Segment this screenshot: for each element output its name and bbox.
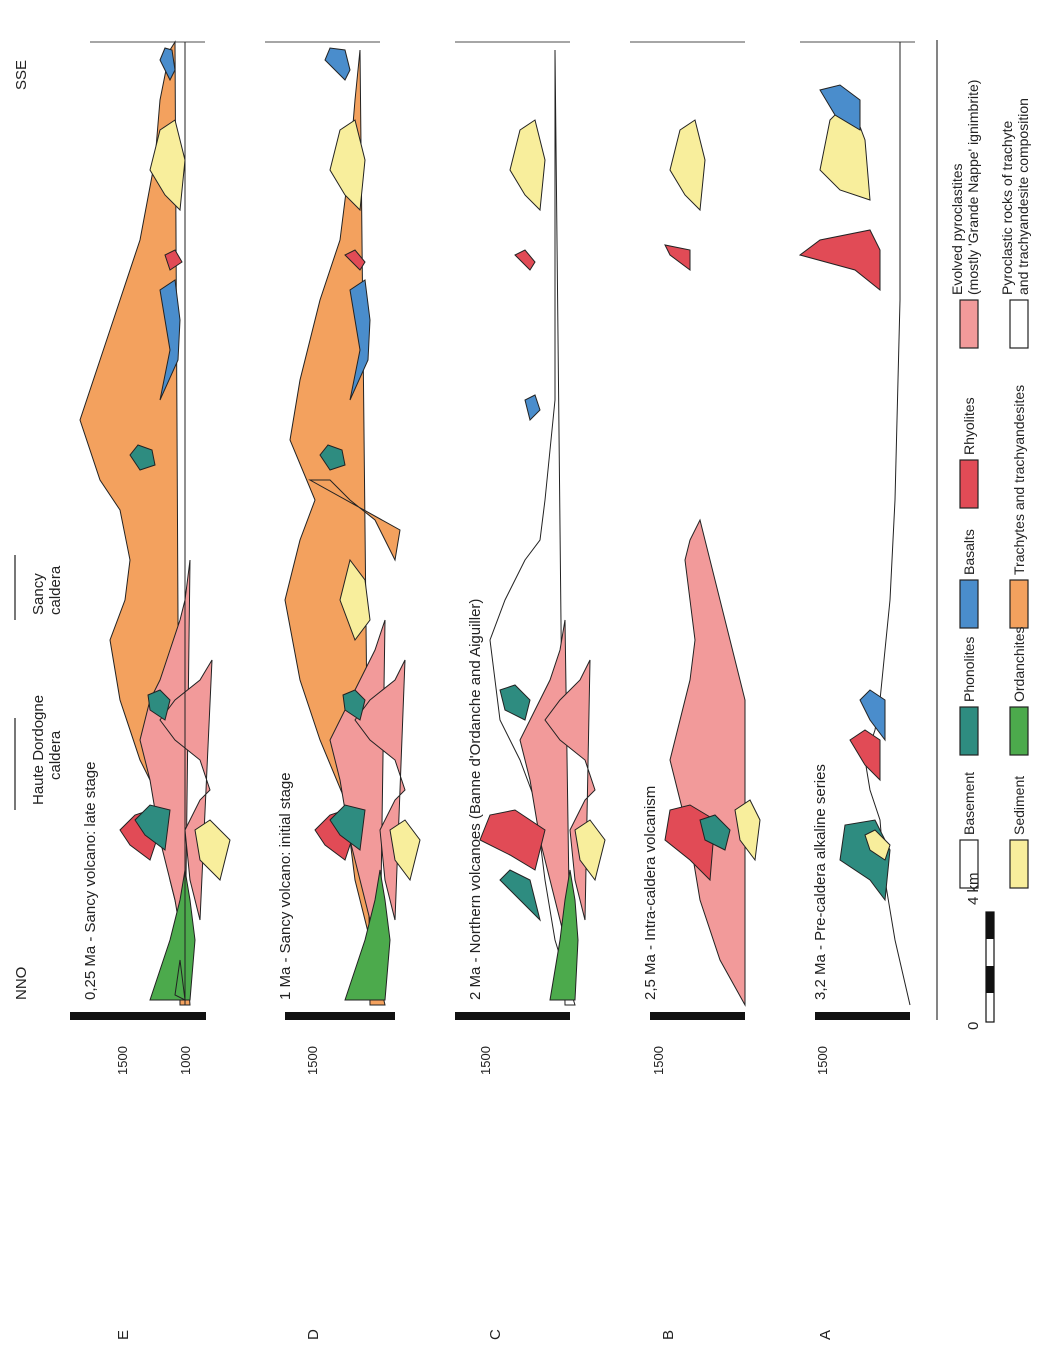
legend-swatch-evolved-pyroclastites: [960, 300, 978, 348]
panel-b-elev-1500: 1500: [651, 1046, 666, 1075]
section-panel-e: [80, 42, 230, 1005]
legend-label-basement: Basement: [961, 772, 977, 835]
panel-c-elev-1500: 1500: [478, 1046, 493, 1075]
section-panel-b: [665, 120, 760, 1005]
scale-bar: [986, 912, 994, 1022]
legend-swatch-phonolites: [960, 707, 978, 755]
legend-label-trachytes: Trachytes and trachyandesites: [1011, 385, 1027, 575]
panel-b-title: 2,5 Ma - Intra-caldera volcanism: [642, 786, 659, 1000]
panel-a-letter: A: [817, 1330, 834, 1340]
legend-swatch-rhyolites: [960, 460, 978, 508]
direction-start-label: NNO: [13, 967, 30, 1000]
legend-label-pyroclastic-trachyte: Pyroclastic rocks of trachyte: [999, 121, 1015, 295]
legend-swatch-sediment: [1010, 840, 1028, 888]
section-panel-c: [480, 50, 605, 1005]
legend-label-sediment: Sediment: [1011, 776, 1027, 835]
panel-c-letter: C: [487, 1329, 504, 1340]
panel-e-title: 0,25 Ma - Sancy volcano: late stage: [82, 762, 99, 1000]
legend-label-phonolites: Phonolites: [961, 637, 977, 702]
panel-d-title: 1 Ma - Sancy volcano: initial stage: [277, 772, 294, 1000]
sancy-caldera-label-2: caldera: [47, 565, 64, 615]
legend-label-pyroclastic-trachyte-2: and trachyandesite composition: [1015, 98, 1031, 295]
legend-swatch-pyroclastic-trachyte: [1010, 300, 1028, 348]
panel-d-letter: D: [305, 1329, 322, 1340]
legend-swatch-trachytes: [1010, 580, 1028, 628]
section-panel-d: [285, 48, 420, 1005]
scale-zero-label: 0: [965, 1022, 982, 1030]
panel-b-letter: B: [660, 1330, 677, 1340]
direction-end-label: SSE: [13, 60, 30, 90]
panel-e-elev-1500: 1500: [115, 1046, 130, 1075]
panel-a-elev-1500: 1500: [815, 1046, 830, 1075]
panel-c-title: 2 Ma - Northern volcanoes (Banne d'Ordan…: [467, 599, 484, 1000]
legend-label-ordanchites: Ordanchites: [1011, 627, 1027, 702]
legend-swatch-basalts: [960, 580, 978, 628]
scale-km-label: 4 km: [965, 872, 982, 905]
legend-label-evolved-pyroclastites-2: (mostly 'Grande Nappe' ignimbrite): [965, 80, 981, 295]
panel-a-title: 3,2 Ma - Pre-caldera alkaline series: [812, 764, 829, 1000]
legend-label-rhyolites: Rhyolites: [961, 397, 977, 455]
legend-label-basalts: Basalts: [961, 529, 977, 575]
sancy-caldera-label-1: Sancy: [30, 573, 47, 615]
legend-label-evolved-pyroclastites: Evolved pyroclastites: [949, 163, 965, 295]
panel-d-elev-1500: 1500: [305, 1046, 320, 1075]
panel-e-elev-1000: 1000: [178, 1046, 193, 1075]
haute-dordogne-caldera-label-1: Haute Dordogne: [30, 695, 47, 805]
haute-dordogne-caldera-label-2: caldera: [47, 730, 64, 780]
panel-e-letter: E: [115, 1330, 132, 1340]
elevation-bars: [70, 1012, 910, 1020]
legend-swatch-ordanchites: [1010, 707, 1028, 755]
